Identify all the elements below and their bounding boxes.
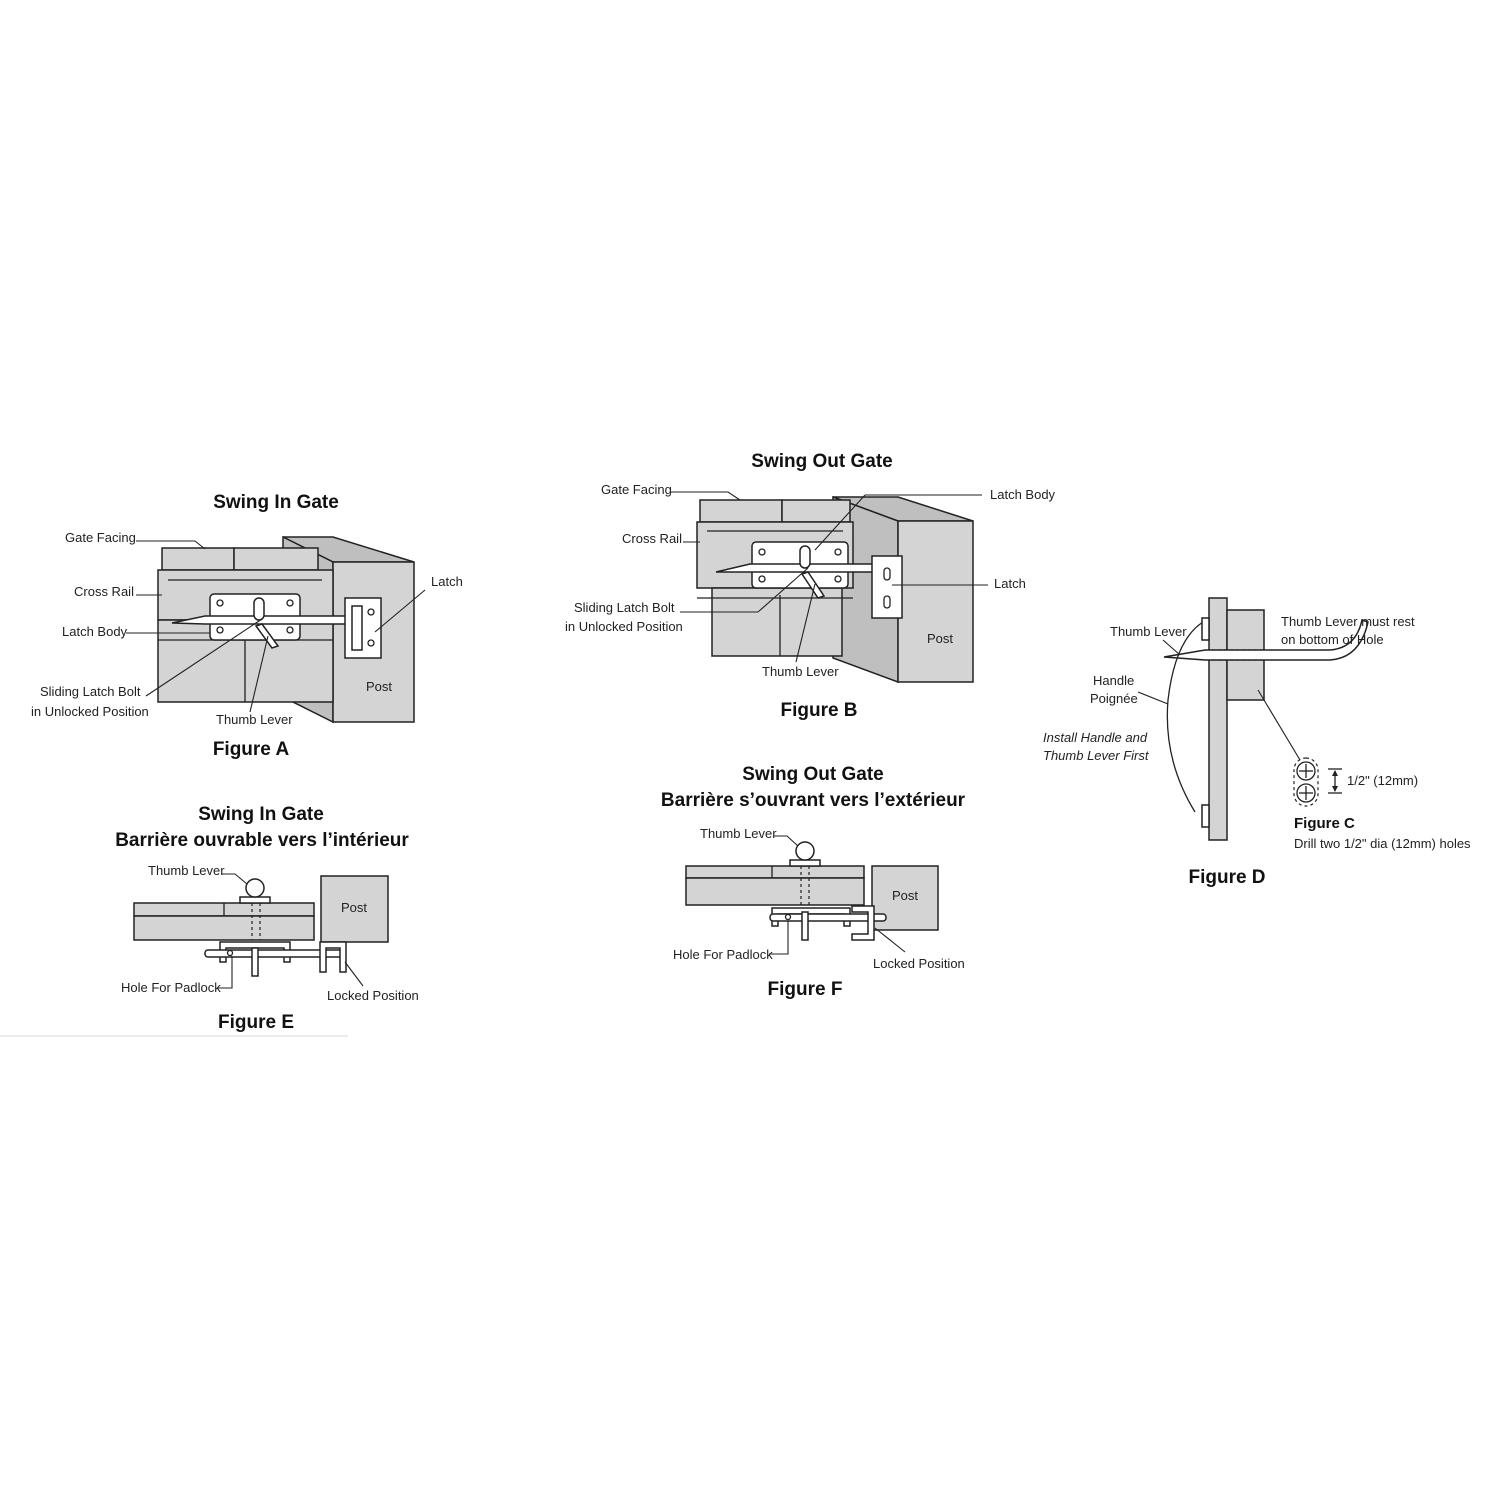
figure-f-heading-2: Barrière s’ouvrant vers l’extérieur <box>661 790 966 811</box>
figure-c-note: Drill two 1/2" dia (12mm) holes <box>1294 836 1471 851</box>
figure-b-latch-plate <box>871 555 903 619</box>
figure-d: Thumb Lever Thumb Lever must rest on bot… <box>1043 597 1415 888</box>
figure-b-label-cross-rail: Cross Rail <box>622 531 682 546</box>
figure-a-label-post: Post <box>366 679 392 694</box>
figure-f-gate-facing <box>685 865 865 879</box>
figure-f-cross-rail <box>685 877 865 906</box>
figure-f-heading-1: Swing Out Gate <box>742 764 883 785</box>
figure-f-label-post: Post <box>892 888 918 903</box>
figure-c-hole-outline <box>1293 757 1319 807</box>
figure-a-thumb-lever-part <box>254 623 280 649</box>
figure-d-label-rest-note-2: on bottom of Hole <box>1281 632 1384 647</box>
figure-a: Swing In Gate Gate Facing Cross Rail Lat… <box>31 492 463 760</box>
figure-e-latch-body <box>219 941 291 963</box>
figure-b-label-latch-body: Latch Body <box>990 487 1056 502</box>
figure-e-label-locked-position: Locked Position <box>327 988 419 1003</box>
figure-a-label-sliding-bolt-2: in Unlocked Position <box>31 704 149 719</box>
figure-c: 1/2" (12mm) Figure C Drill two 1/2" dia … <box>1293 757 1471 851</box>
figure-a-bolt-knob <box>253 597 265 621</box>
figure-d-label-rest-note-1: Thumb Lever must rest <box>1281 614 1415 629</box>
figure-e-heading-1: Swing In Gate <box>198 804 324 825</box>
figure-d-label-thumb-lever: Thumb Lever <box>1110 624 1187 639</box>
figure-f-label-hole-for-padlock: Hole For Padlock <box>673 947 773 962</box>
figure-a-label-thumb-lever: Thumb Lever <box>216 712 293 727</box>
figure-f-caption: Figure F <box>768 979 843 1000</box>
figure-c-dimension: 1/2" (12mm) <box>1347 773 1418 788</box>
figure-b-heading: Swing Out Gate <box>751 451 892 472</box>
figure-e-heading-2: Barrière ouvrable vers l’intérieur <box>115 830 409 851</box>
figure-e-post <box>320 875 389 943</box>
figure-a-label-latch-body: Latch Body <box>62 624 128 639</box>
figure-b-caption: Figure B <box>780 700 857 721</box>
figure-b: Swing Out Gate Gate Facing Cross Rail Sl… <box>565 451 1056 721</box>
figure-b-bolt-knob <box>799 545 811 569</box>
figure-e: Swing In Gate Barrière ouvrable vers l’i… <box>115 804 419 1033</box>
figure-a-gate-facing-board-2 <box>233 547 319 571</box>
figure-e-latch-catch <box>319 941 347 973</box>
figure-b-thumb-lever-part <box>800 571 826 599</box>
figure-a-label-gate-facing: Gate Facing <box>65 530 136 545</box>
figure-b-label-sliding-bolt-2: in Unlocked Position <box>565 619 683 634</box>
figure-e-label-hole-for-padlock: Hole For Padlock <box>121 980 221 995</box>
figure-f: Swing Out Gate Barrière s’ouvrant vers l… <box>661 764 966 1000</box>
figure-d-caption: Figure D <box>1188 867 1265 888</box>
figure-d-label-handle-1: Handle <box>1093 673 1134 688</box>
figure-a-caption: Figure A <box>213 739 290 760</box>
figure-b-label-latch: Latch <box>994 576 1026 591</box>
figure-d-handle <box>1166 621 1204 813</box>
figure-a-label-latch: Latch <box>431 574 463 589</box>
figure-c-caption: Figure C <box>1294 815 1355 832</box>
figure-f-thumb-lever-knob <box>795 841 815 861</box>
figure-a-gate-facing-board-1 <box>161 547 235 571</box>
figure-b-label-sliding-bolt-1: Sliding Latch Bolt <box>574 600 675 615</box>
figure-a-label-sliding-bolt-1: Sliding Latch Bolt <box>40 684 141 699</box>
figure-b-gate-body <box>711 587 843 657</box>
figure-a-latch-plate <box>344 597 382 659</box>
figure-d-gate-board <box>1208 597 1228 841</box>
figure-b-post-front <box>897 520 974 683</box>
figure-e-thumb-lever-knob <box>245 878 265 898</box>
figure-d-label-install-2: Thumb Lever First <box>1043 748 1150 763</box>
figure-f-latch-catch <box>851 905 875 941</box>
figure-e-label-thumb-lever: Thumb Lever <box>148 863 225 878</box>
figure-d-label-install-1: Install Handle and <box>1043 730 1148 745</box>
figure-a-label-cross-rail: Cross Rail <box>74 584 134 599</box>
figure-f-sliding-bolt <box>769 913 887 922</box>
figure-b-label-thumb-lever: Thumb Lever <box>762 664 839 679</box>
figure-e-label-post: Post <box>341 900 367 915</box>
figure-c-hole-bottom <box>1296 783 1316 803</box>
figure-d-thumb-lever <box>1163 619 1369 661</box>
figure-e-cross-rail <box>133 915 315 941</box>
figure-b-gate-facing-board-1 <box>699 499 783 523</box>
figure-f-label-thumb-lever: Thumb Lever <box>700 826 777 841</box>
figure-b-label-post: Post <box>927 631 953 646</box>
figure-b-gate-facing-board-2 <box>781 499 851 523</box>
figure-d-label-handle-2: Poignée <box>1090 691 1138 706</box>
figure-a-heading: Swing In Gate <box>213 492 339 513</box>
figure-b-label-gate-facing: Gate Facing <box>601 482 672 497</box>
figure-e-caption: Figure E <box>218 1012 294 1033</box>
figure-f-label-locked-position: Locked Position <box>873 956 965 971</box>
figure-c-hole-top <box>1296 761 1316 781</box>
